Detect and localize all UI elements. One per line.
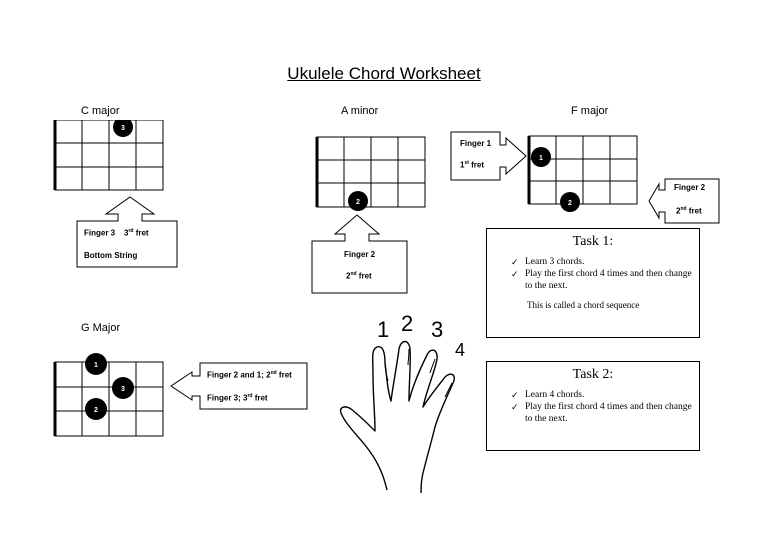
finger-number: 1 bbox=[539, 155, 543, 162]
chord-name-f-major: F major bbox=[571, 105, 609, 117]
hand-icon: 1 2 3 4 bbox=[339, 311, 465, 494]
task-1-list: Learn 3 chords. Play the first chord 4 t… bbox=[487, 256, 699, 292]
callout-text-g-major-1: Finger 2 and 1; 2nd fret bbox=[207, 370, 292, 380]
chord-diagram-c-major: 3 bbox=[53, 120, 164, 191]
finger-dot bbox=[112, 377, 134, 399]
chord-name-c-major: C major bbox=[81, 105, 120, 117]
callout-arrow-c-major bbox=[76, 196, 178, 268]
task-1-note: This is called a chord sequence bbox=[527, 300, 640, 310]
finger-dot bbox=[531, 147, 551, 167]
finger-number: 1 bbox=[94, 362, 98, 369]
chord-diagram-a-minor: 2 bbox=[315, 136, 426, 211]
finger-label-3: 3 bbox=[431, 317, 443, 342]
chord-diagram-f-major: 1 2 bbox=[527, 135, 638, 212]
task-2-list: Learn 4 chords. Play the first chord 4 t… bbox=[487, 389, 699, 425]
task-item: Learn 3 chords. bbox=[511, 256, 699, 268]
task-1-title: Task 1: bbox=[572, 234, 614, 249]
task-2-box: Task 2: Learn 4 chords. Play the first c… bbox=[486, 361, 700, 451]
callout-text-c-major-2: Bottom String bbox=[84, 251, 138, 260]
finger-dot bbox=[560, 192, 580, 212]
finger-number: 2 bbox=[94, 407, 98, 414]
callout-arrow-f-major-right bbox=[648, 178, 720, 224]
finger-label-1: 1 bbox=[377, 317, 389, 342]
callout-text-f-major-left-1: Finger 1 bbox=[460, 139, 492, 148]
finger-number: 3 bbox=[121, 125, 125, 132]
callout-arrow-a-minor bbox=[311, 214, 408, 294]
callout-text-c-major-1: Finger 3 3rd fret bbox=[84, 228, 149, 238]
callout-arrow-g-major bbox=[170, 362, 308, 410]
worksheet-title: Ukulele Chord Worksheet bbox=[287, 64, 481, 83]
finger-label-2: 2 bbox=[401, 311, 413, 336]
task-2-title: Task 2: bbox=[572, 367, 614, 382]
finger-dot bbox=[85, 398, 107, 420]
finger-number: 3 bbox=[121, 386, 125, 393]
finger-label-4: 4 bbox=[455, 340, 465, 360]
task-item: Play the first chord 4 times and then ch… bbox=[511, 401, 699, 425]
task-item: Learn 4 chords. bbox=[511, 389, 699, 401]
chord-name-g-major: G Major bbox=[81, 322, 121, 334]
finger-dot bbox=[113, 120, 133, 137]
callout-text-f-major-left-2: 1st fret bbox=[460, 160, 485, 170]
callout-text-f-major-right-1: Finger 2 bbox=[674, 183, 706, 192]
finger-dot bbox=[85, 353, 107, 375]
callout-text-f-major-right-2: 2nd fret bbox=[676, 206, 702, 216]
chord-name-a-minor: A minor bbox=[341, 105, 379, 117]
callout-text-a-minor-1: Finger 2 bbox=[344, 250, 376, 259]
callout-text-a-minor-2: 2nd fret bbox=[346, 271, 372, 281]
finger-number: 2 bbox=[356, 199, 360, 206]
callout-text-g-major-2: Finger 3; 3rd fret bbox=[207, 393, 268, 403]
finger-dot bbox=[348, 191, 368, 211]
task-item: Play the first chord 4 times and then ch… bbox=[511, 268, 699, 292]
callout-arrow-f-major-left bbox=[450, 131, 527, 181]
finger-number: 2 bbox=[568, 200, 572, 207]
task-1-box: Task 1: Learn 3 chords. Play the first c… bbox=[486, 228, 700, 338]
chord-diagram-g-major: 1 3 2 bbox=[53, 353, 164, 437]
